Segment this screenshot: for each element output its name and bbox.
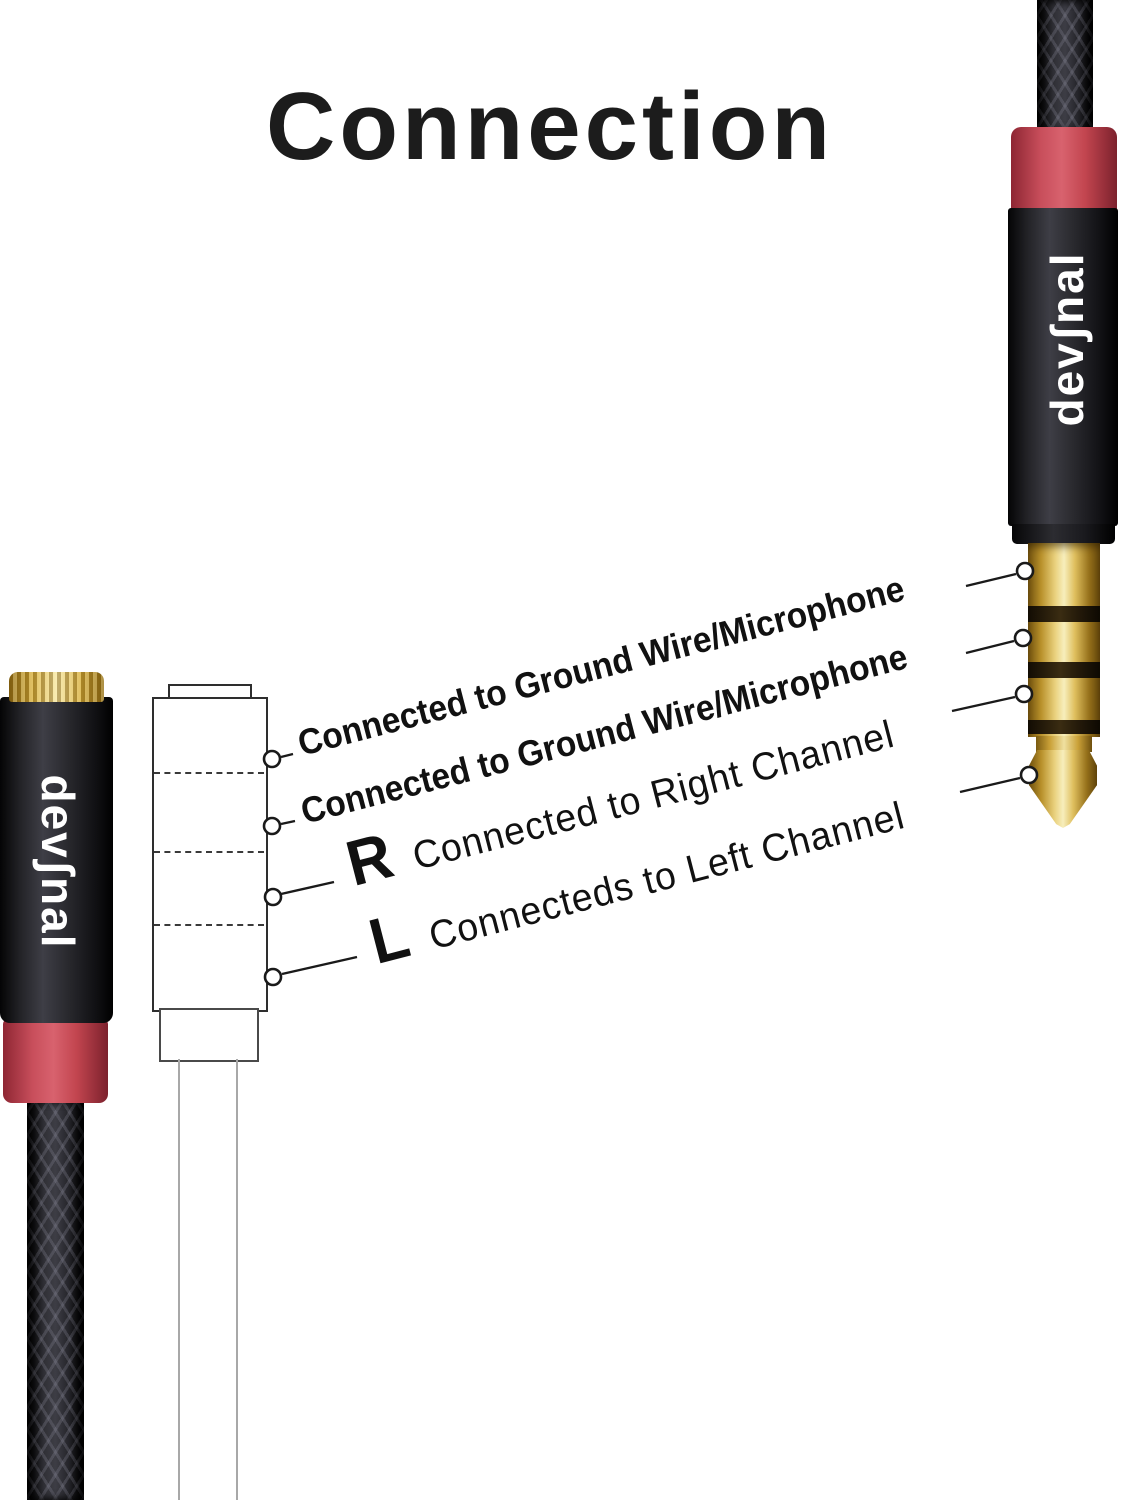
leader-line bbox=[951, 695, 1016, 713]
left-channel-marker: L bbox=[361, 898, 417, 978]
leader-line bbox=[965, 572, 1017, 588]
braided-cable-left bbox=[27, 1100, 84, 1500]
female-gold-rim bbox=[9, 672, 104, 702]
insulator-ring-1 bbox=[1028, 606, 1100, 622]
schematic-base bbox=[159, 1008, 259, 1062]
barrel-step bbox=[1012, 524, 1115, 544]
braided-cable-right bbox=[1037, 0, 1093, 132]
plug-tip bbox=[1029, 750, 1097, 828]
leader-line bbox=[280, 819, 296, 826]
leader-line bbox=[959, 776, 1021, 794]
insulator-ring-3 bbox=[1028, 720, 1100, 734]
insulator-ring-2 bbox=[1028, 662, 1100, 678]
brand-logo-left: devʃnal bbox=[32, 774, 84, 950]
page-title: Connection bbox=[266, 73, 834, 180]
male-red-collar bbox=[1011, 127, 1117, 213]
schematic-divider bbox=[154, 772, 264, 774]
leader-line bbox=[281, 955, 358, 976]
male-barrel bbox=[1008, 208, 1118, 526]
schematic-cable-line bbox=[236, 1059, 238, 1500]
schematic-divider bbox=[154, 924, 264, 926]
schematic-body bbox=[152, 697, 268, 1012]
plug-neck bbox=[1036, 736, 1092, 752]
leader-line bbox=[965, 639, 1015, 655]
female-red-band bbox=[3, 1019, 108, 1103]
schematic-cable-line bbox=[178, 1059, 180, 1500]
gold-shaft bbox=[1028, 543, 1100, 737]
leader-line bbox=[280, 752, 294, 759]
brand-logo-right: devʃnal bbox=[1041, 251, 1093, 427]
female-body bbox=[0, 697, 113, 1023]
right-channel-marker: R bbox=[338, 819, 400, 900]
schematic-divider bbox=[154, 851, 264, 853]
leader-line bbox=[280, 880, 335, 896]
